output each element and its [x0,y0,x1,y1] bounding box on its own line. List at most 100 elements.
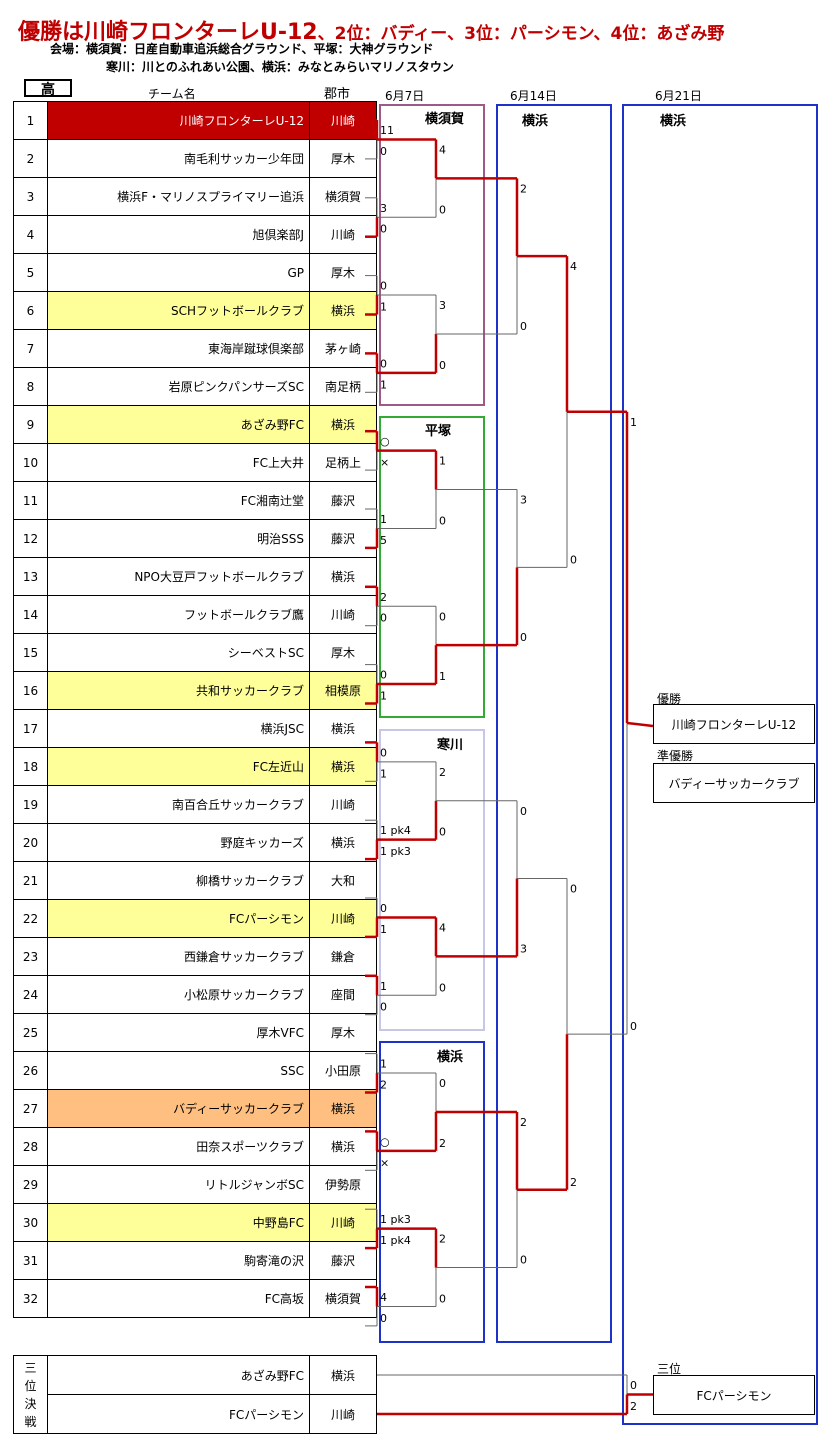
score-label: 0 [380,1001,387,1014]
team-number: 17 [13,709,48,748]
score-label: 0 [380,280,387,293]
team-name: 野庭キッカーズ [47,823,310,862]
final-winner-line [626,721,654,728]
team-city: 茅ヶ崎 [309,329,377,368]
score-label: 0 [439,826,446,839]
team-city: 横浜 [309,1127,377,1166]
score-label: 0 [439,514,446,527]
score-label: 1 [380,513,387,526]
team-number: 11 [13,481,48,520]
score-label: 4 [380,1291,387,1304]
score-label: 0 [630,1020,637,1033]
venue-label-yokosuka: 横須賀 [425,112,465,127]
team-name: あざみ野FC [47,405,310,444]
team-name: 横浜JSC [47,709,310,748]
team-name: 川崎フロンターレU-12 [47,101,310,140]
score-label: 1 [630,416,637,429]
score-label: 1 [380,690,387,703]
team-number: 24 [13,975,48,1014]
team-number: 10 [13,443,48,482]
team-city: 川崎 [309,215,377,254]
score-label: 2 [520,182,527,195]
team-city: 横須賀 [309,1279,377,1318]
third-place-city-2: 川崎 [309,1394,377,1434]
date-round3: 6月21日 [655,89,702,103]
team-column-header: チーム名 [148,87,196,101]
score-label: 1 [380,923,387,936]
team-number: 22 [13,899,48,938]
third-place-row: 三位決戦 あざみ野FC 横浜 [13,1355,377,1434]
score-label: 0 [570,883,577,896]
team-name: 岩原ピンクパンサーズSC [47,367,310,406]
third-place-row: FCパーシモン 川崎 [14,1394,377,1434]
grade-label: 高 [24,79,72,98]
score-label: 4 [439,921,446,934]
score-label: 5 [380,534,387,547]
team-city: 横浜 [309,1089,377,1128]
date-round1: 6月7日 [385,89,425,103]
title-rest: 、2位：バディー、3位：パーシモン、4位：あざみ野 [317,24,725,44]
team-number: 15 [13,633,48,672]
score-label: 11 [380,124,394,137]
score-label: × [380,456,389,469]
score-label: 2 [630,1400,637,1413]
third-label: 三位 [657,1362,682,1376]
team-number: 30 [13,1203,48,1242]
venue-line-1: 会場：横須賀：日産自動車追浜総合グラウンド、平塚：大神グラウンド [50,42,434,56]
team-number: 21 [13,861,48,900]
team-city: 伊勢原 [309,1165,377,1204]
third-place-label: 三位決戦 [13,1355,48,1434]
score-label: × [380,1156,389,1169]
score-label: 0 [439,1077,446,1090]
title-main: 優勝は川崎フロンターレU-12 [18,20,318,45]
runner-up-box: バディーサッカークラブ [653,763,815,803]
team-city: 藤沢 [309,481,377,520]
third-place-team-1: あざみ野FC [47,1355,310,1395]
team-number: 25 [13,1013,48,1052]
score-label: 0 [380,357,387,370]
score-label: 4 [439,143,446,156]
score-label: 0 [520,1254,527,1267]
score-label: 0 [380,612,387,625]
score-label: 1 [439,455,446,468]
score-label: ○ [380,435,390,448]
team-name: 共和サッカークラブ [47,671,310,710]
score-label: 3 [520,942,527,955]
score-label: 0 [439,610,446,623]
score-label: 0 [380,746,387,759]
team-city: 川崎 [309,785,377,824]
venue-label-round3: 横浜 [660,114,687,129]
venue-label-yokohama-r1: 横浜 [437,1050,464,1065]
score-label: 0 [630,1379,637,1392]
team-city: 厚木 [309,633,377,672]
team-city: 南足柄 [309,367,377,406]
team-name: 明治SSS [47,519,310,558]
runner-up-label: 準優勝 [657,749,694,763]
winner-box: 川崎フロンターレU-12 [653,704,815,744]
team-name: FC湘南辻堂 [47,481,310,520]
third-place-team-2: FCパーシモン [47,1394,310,1434]
team-number: 5 [13,253,48,292]
score-label: 0 [520,320,527,333]
score-label: ○ [380,1135,390,1148]
team-number: 28 [13,1127,48,1166]
score-label: 0 [520,805,527,818]
team-name: 西鎌倉サッカークラブ [47,937,310,976]
team-city: 座間 [309,975,377,1014]
team-city: 足柄上 [309,443,377,482]
score-label: 0 [570,553,577,566]
team-name: SCHフットボールクラブ [47,291,310,330]
score-label: 1 pk4 [380,1234,411,1247]
